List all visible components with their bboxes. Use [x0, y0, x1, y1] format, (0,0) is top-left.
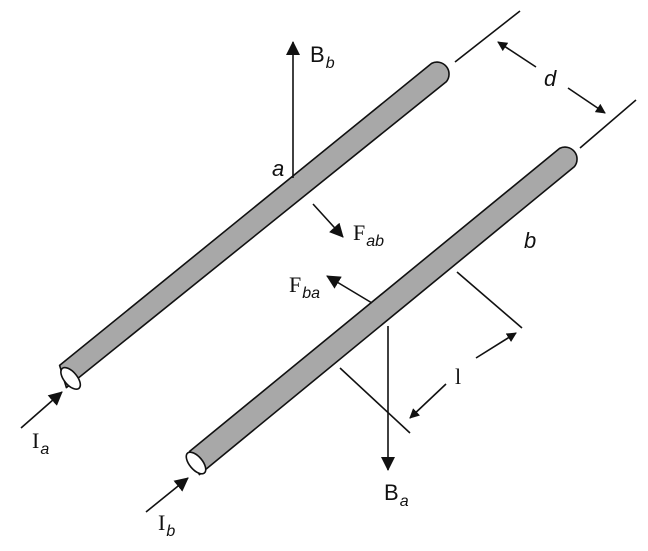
- wire-a-rod: [58, 61, 450, 390]
- wire-a-end: [60, 366, 82, 390]
- label-force-ba: Fba: [289, 272, 320, 302]
- length-arrow-lower: [409, 383, 447, 419]
- length-tick-lower: [339, 367, 411, 434]
- wire-a-extension-line: [454, 10, 521, 63]
- current-b-arrow: [145, 477, 189, 513]
- separation-arrow-up: [497, 41, 537, 68]
- label-wire-a: a: [272, 156, 284, 181]
- wire-b-rod: [185, 146, 578, 476]
- label-current-b: Ib: [158, 510, 175, 540]
- length-arrow-upper: [475, 332, 517, 359]
- label-current-a: Ia: [32, 428, 49, 458]
- label-field-a: Ba: [384, 480, 409, 510]
- separation-arrow-down: [567, 87, 606, 114]
- label-separation-d: d: [544, 66, 557, 91]
- label-wire-b: b: [524, 228, 536, 253]
- label-length-l: l: [455, 364, 461, 389]
- force-ab-arrow: [312, 203, 344, 238]
- length-tick-upper: [456, 271, 523, 329]
- wire-b-extension-line: [579, 99, 637, 149]
- label-force-ab: Fab: [353, 220, 384, 250]
- wire-b-end: [185, 451, 207, 475]
- label-field-b: Bb: [310, 42, 335, 72]
- force-ba-arrow: [326, 275, 373, 304]
- current-a-arrow: [20, 391, 63, 429]
